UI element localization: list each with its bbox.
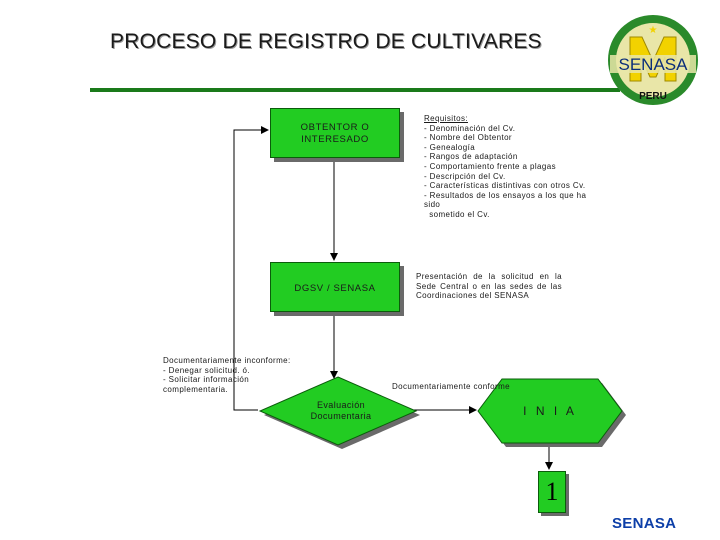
inconforme-item: - Solicitar información complementaria. bbox=[163, 375, 250, 394]
requisitos-item: - Rangos de adaptación bbox=[424, 152, 518, 162]
evaluacion-label-line2: Documentaria bbox=[310, 411, 372, 421]
requisitos-item: - Características distintivas con otros … bbox=[424, 181, 586, 191]
evaluacion-label: Evaluación Documentaria bbox=[296, 400, 386, 422]
obtentor-label-line1: OBTENTOR O bbox=[300, 122, 370, 133]
inconforme-item: - Denegar solicitud. ó. bbox=[163, 365, 251, 375]
inia-hexagon bbox=[477, 378, 623, 444]
step-one-box: 1 bbox=[538, 471, 566, 513]
requisitos-item: sometido el Cv. bbox=[424, 209, 490, 219]
requisitos-item: - Resultados de los ensayos a los que ha… bbox=[424, 190, 587, 210]
logo-star-icon: ★ bbox=[649, 25, 658, 36]
inconforme-heading: Documentariamente inconforme: bbox=[163, 356, 291, 365]
title-underline bbox=[90, 88, 620, 92]
requisitos-note: Requisitos: - Denominación del Cv. - Nom… bbox=[424, 114, 594, 220]
requisitos-item: - Comportamiento frente a plagas bbox=[424, 161, 556, 171]
requisitos-heading: Requisitos: bbox=[424, 114, 468, 123]
logo-name-band bbox=[610, 55, 696, 73]
arrow-feedback-loop bbox=[233, 126, 269, 411]
footer-brand: SENASA bbox=[612, 515, 677, 532]
obtentor-box: OBTENTOR O INTERESADO bbox=[270, 108, 400, 158]
page-title: PROCESO DE REGISTRO DE CULTIVARES bbox=[110, 30, 542, 53]
obtentor-label-line2: INTERESADO bbox=[301, 134, 369, 145]
senasa-logo: ★ SENASA PERU bbox=[608, 15, 698, 105]
logo-country: PERU bbox=[639, 91, 667, 102]
requisitos-item: - Descripción del Cv. bbox=[424, 171, 506, 181]
step-number: 1 bbox=[545, 477, 559, 506]
requisitos-item: - Genealogía bbox=[424, 142, 476, 152]
inia-label: I N I A bbox=[523, 404, 577, 418]
requisitos-item: - Nombre del Obtentor bbox=[424, 133, 512, 143]
conforme-label: Documentariamente conforme bbox=[392, 382, 511, 391]
presentacion-note: Presentación de la solicitud en la Sede … bbox=[416, 272, 562, 301]
dgsv-senasa-box: DGSV / SENASA bbox=[270, 262, 400, 312]
evaluacion-label-line1: Evaluación bbox=[316, 400, 366, 410]
dgsv-label: DGSV / SENASA bbox=[294, 283, 376, 294]
evaluacion-diamond bbox=[258, 376, 418, 446]
inconforme-note: Documentariamente inconforme: - Denegar … bbox=[163, 356, 313, 394]
logo-name: SENASA bbox=[619, 55, 689, 74]
requisitos-item: - Denominación del Cv. bbox=[424, 123, 516, 133]
